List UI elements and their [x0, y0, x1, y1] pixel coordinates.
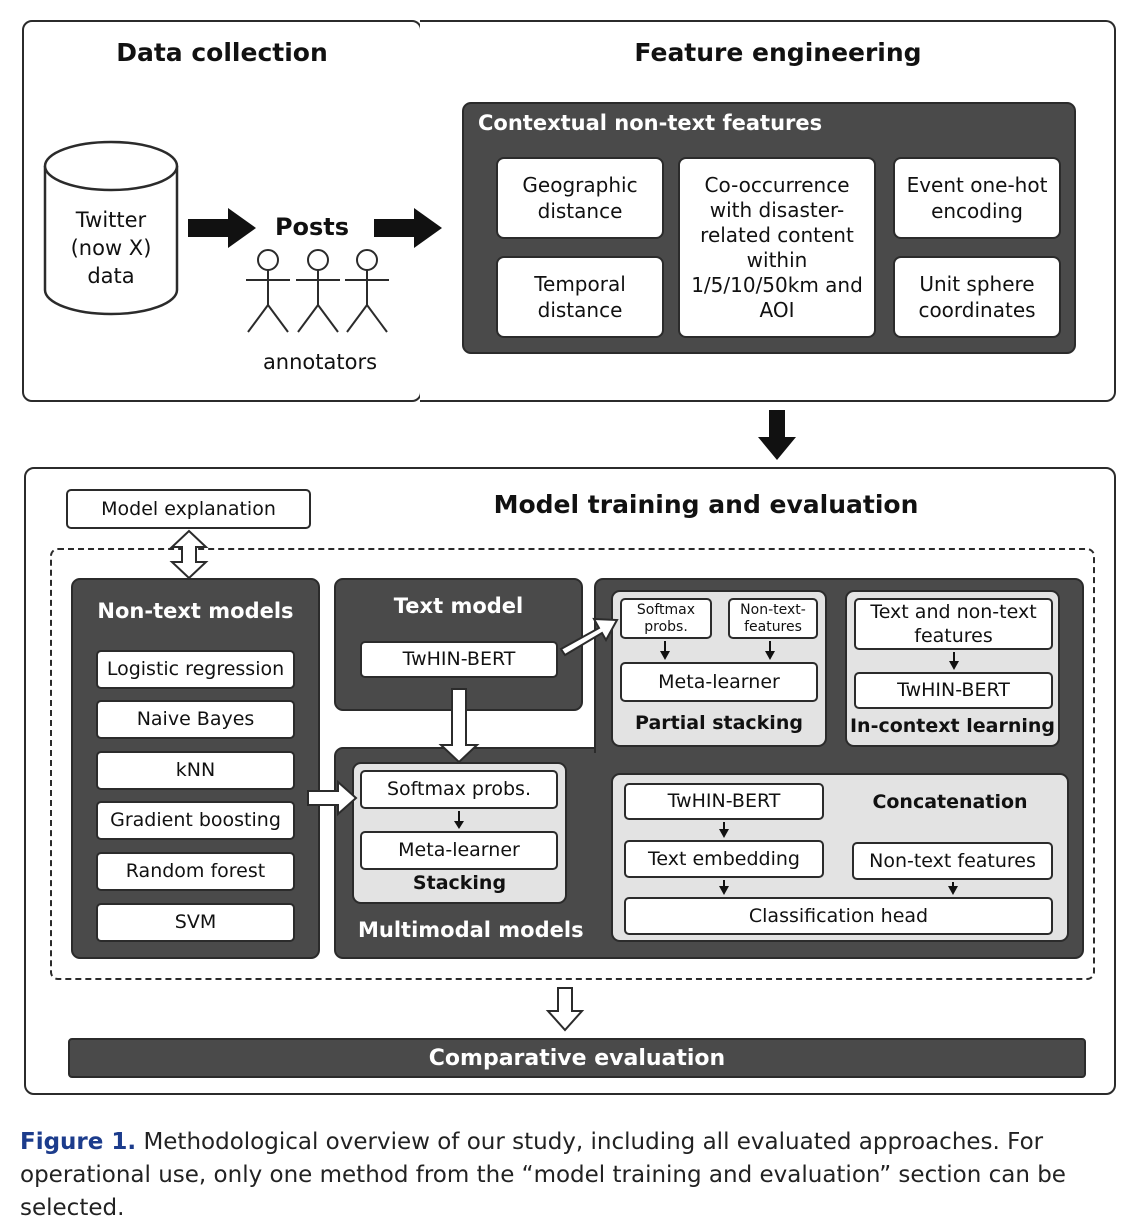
model-naive-bayes: Naive Bayes — [96, 700, 295, 739]
model-gradient-boosting: Gradient boosting — [96, 801, 295, 840]
feature-geographic-distance: Geographic distance — [496, 157, 664, 239]
feature-event-one-hot: Event one-hot encoding — [893, 157, 1061, 239]
model-training-title: Model training and evaluation — [493, 490, 919, 519]
figure-caption-text: Methodological overview of our study, in… — [20, 1129, 1066, 1221]
partial-softmax-probs: Softmax probs. — [620, 598, 712, 639]
comparative-evaluation-bar: Comparative evaluation — [68, 1038, 1086, 1078]
non-text-models-title: Non-text models — [97, 599, 294, 623]
feature-unit-sphere: Unit sphere coordinates — [893, 256, 1061, 338]
figure-caption: Figure 1. Methodological overview of our… — [20, 1126, 1125, 1225]
model-explanation-box: Model explanation — [66, 489, 311, 529]
in-context-twhin-bert: TwHIN-BERT — [854, 672, 1053, 709]
stacking-title: Stacking — [412, 872, 507, 894]
posts-label: Posts — [274, 213, 350, 241]
concat-text-embedding: Text embedding — [624, 840, 824, 878]
stacking-meta-learner: Meta-learner — [360, 831, 558, 870]
concat-twhin-bert: TwHIN-BERT — [624, 783, 824, 820]
model-logistic-regression: Logistic regression — [96, 650, 295, 689]
model-knn: kNN — [96, 751, 295, 790]
multimodal-join-fill — [596, 745, 1082, 753]
multimodal-models-title: Multimodal models — [358, 918, 584, 942]
feature-temporal-distance: Temporal distance — [496, 256, 664, 338]
feature-engineering-title: Feature engineering — [634, 38, 922, 67]
contextual-features-title: Contextual non-text features — [478, 111, 823, 135]
model-svm: SVM — [96, 903, 295, 942]
feature-co-occurrence: Co-occurrence with disaster-related cont… — [678, 157, 876, 338]
model-random-forest: Random forest — [96, 852, 295, 891]
partial-stacking-title: Partial stacking — [635, 712, 803, 734]
in-context-text-and-non-text-features: Text and non-text features — [854, 598, 1053, 650]
stacking-softmax-probs: Softmax probs. — [360, 770, 558, 809]
models-dashed-region — [50, 548, 1095, 980]
text-model-title: Text model — [393, 594, 524, 618]
in-context-learning-title: In-context learning — [849, 715, 1055, 737]
database-label: Twitter (now X) data — [70, 208, 152, 288]
concatenation-title: Concatenation — [872, 791, 1028, 813]
text-model-twhin-bert: TwHIN-BERT — [360, 641, 558, 678]
partial-non-text-features: Non-text-features — [728, 598, 818, 639]
figure-label: Figure 1. — [20, 1129, 137, 1155]
annotators-label: annotators — [262, 350, 378, 374]
concat-classification-head: Classification head — [624, 897, 1053, 935]
arrow-features-to-models — [758, 410, 796, 460]
partial-meta-learner: Meta-learner — [620, 662, 818, 702]
concat-non-text-features: Non-text features — [852, 842, 1053, 880]
data-collection-title: Data collection — [116, 38, 328, 67]
